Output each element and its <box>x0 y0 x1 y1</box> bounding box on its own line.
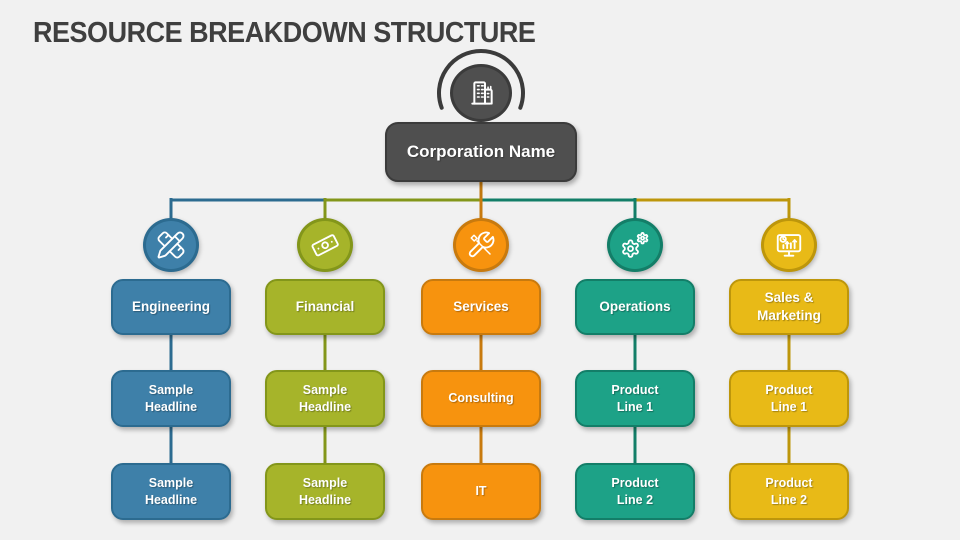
wrench-screwdriver-icon <box>468 231 495 258</box>
child-label: Sample Headline <box>144 476 198 507</box>
branch-label: Operations <box>599 299 671 315</box>
page-title: RESOURCE BREAKDOWN STRUCTURE <box>33 17 536 49</box>
child-box: Sample Headline <box>265 370 385 427</box>
child-box: Sample Headline <box>265 463 385 520</box>
branch-box-engineering: Engineering <box>111 279 231 335</box>
child-box: Sample Headline <box>111 463 231 520</box>
pencil-ruler-icon <box>157 231 185 259</box>
child-box: Product Line 1 <box>575 370 695 427</box>
child-label: Product Line 2 <box>765 476 813 507</box>
child-label: Product Line 1 <box>611 383 659 414</box>
child-label: Product Line 2 <box>611 476 659 507</box>
root-node-corporation: Corporation Name <box>385 122 577 182</box>
services-icon-circle <box>453 218 509 272</box>
branch-label: Engineering <box>131 299 210 315</box>
branch-box-services: Services <box>421 279 541 335</box>
monitor-chart-icon <box>776 234 802 257</box>
branch-label: Sales & Marketing <box>757 290 821 323</box>
building-icon <box>471 81 493 105</box>
branch-box-financial: Financial <box>265 279 385 335</box>
branch-box-operations: Operations <box>575 279 695 335</box>
root-label: Corporation Name <box>406 141 556 161</box>
child-label: Sample Headline <box>298 383 352 414</box>
branch-box-sales-marketing: Sales & Marketing <box>729 279 849 335</box>
child-label: IT <box>475 484 487 499</box>
child-box: Sample Headline <box>111 370 231 427</box>
operations-icon-circle <box>607 218 663 272</box>
child-label: Sample Headline <box>144 383 198 414</box>
branch-label: Financial <box>295 299 355 315</box>
sales-marketing-icon-circle <box>761 218 817 272</box>
child-box: Consulting <box>421 370 541 427</box>
engineering-icon-circle <box>143 218 199 272</box>
root-icon-circle <box>450 64 512 122</box>
root-circle-arc <box>437 49 525 110</box>
child-box: Product Line 2 <box>575 463 695 520</box>
child-label: Product Line 1 <box>765 383 813 414</box>
branch-label: Services <box>453 299 509 315</box>
child-box: IT <box>421 463 541 520</box>
gears-icon <box>622 232 649 258</box>
child-label: Sample Headline <box>298 476 352 507</box>
financial-icon-circle <box>297 218 353 272</box>
banknote-icon <box>311 234 339 257</box>
child-box: Product Line 2 <box>729 463 849 520</box>
child-box: Product Line 1 <box>729 370 849 427</box>
child-label: Consulting <box>448 391 514 406</box>
